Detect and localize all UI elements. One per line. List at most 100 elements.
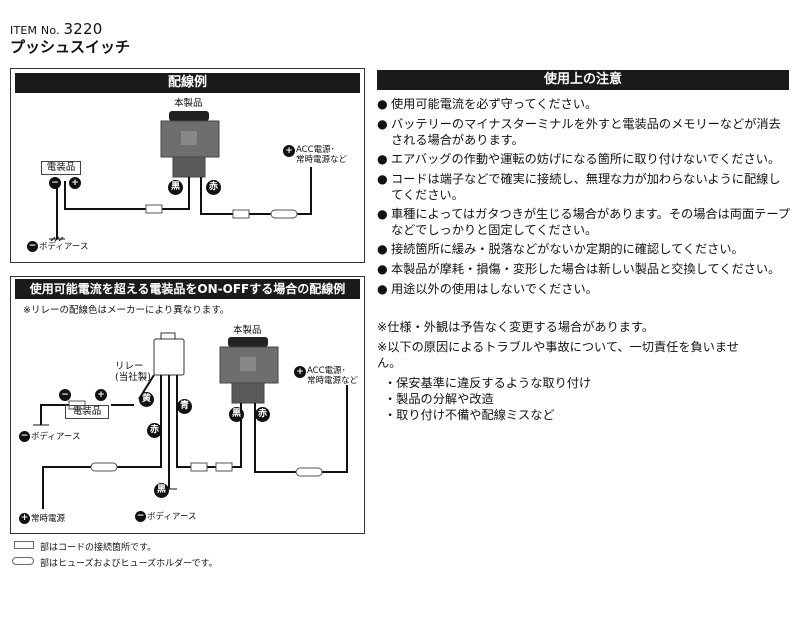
fuse-1 xyxy=(270,209,298,219)
fuse-legend-text: 部はヒューズおよびヒューズホルダーです。 xyxy=(40,559,218,569)
bullet: ● xyxy=(377,152,388,166)
note-item-2: ●バッテリーのマイナスターミナルを外すと電装品のメモリーなどが消去される場合があ… xyxy=(377,116,792,148)
wires-1 xyxy=(56,167,312,239)
push-switch-image xyxy=(160,111,220,178)
spec-note: ※仕様・外観は予告なく変更する場合があります。 xyxy=(377,320,655,334)
minus-sign: − xyxy=(20,431,29,441)
acc-plus-badge: + xyxy=(283,145,295,157)
note-text: コードは端子などで確実に接続し、無理な力が加わらないように配線してください。 xyxy=(391,172,781,202)
bullet: ● xyxy=(377,282,388,296)
plus-sign: + xyxy=(97,390,105,400)
connection-legend-text: 部はコードの接続箇所です。 xyxy=(40,543,157,553)
relay-note: ※リレーの配線色はメーカーにより異なります。 xyxy=(23,305,230,316)
earth-minus-badge-left: − xyxy=(19,431,30,442)
red-wire-badge: 赤 xyxy=(206,180,221,195)
minus-sign: − xyxy=(61,390,69,400)
device-box: 電装品 xyxy=(41,161,81,175)
switch-label-2: 本製品 xyxy=(233,325,262,336)
plus-sign: + xyxy=(285,146,293,156)
bullet: ● xyxy=(377,262,388,276)
note-item-1: ●使用可能電流を必ず守ってください。 xyxy=(377,96,792,112)
notes-title: 使用上の注意 xyxy=(377,70,789,90)
push-switch-image-2 xyxy=(219,337,279,404)
device-box-2: 電装品 xyxy=(65,405,109,419)
switch-black-badge: 黒 xyxy=(229,407,244,422)
connector-b xyxy=(190,462,208,472)
relay-wiring-panel: 使用可能電流を超える電装品をON-OFFする場合の配線例 ※リレーの配線色はメー… xyxy=(10,276,365,534)
plus-terminal-badge: + xyxy=(69,177,81,189)
minus-sign: − xyxy=(51,178,59,188)
acc-label-2-line2: 常時電源など xyxy=(307,376,359,386)
switch-red-label: 赤 xyxy=(257,409,267,419)
product-name: プッシュスイッチ xyxy=(10,38,131,56)
plus-badge-2: + xyxy=(95,389,107,401)
plus-sign: + xyxy=(296,367,304,377)
acc-plus-badge-2: + xyxy=(294,366,306,378)
black-wire-label-2: 黒 xyxy=(156,485,166,495)
red-wire-label: 赤 xyxy=(208,182,218,192)
body-earth-label-bottom: ボディアース xyxy=(147,512,197,522)
black-wire-label: 黒 xyxy=(170,182,180,192)
note-item-5: ●車種によってはガタつきが生じる場合があります。その場合は両面テープなどでしっか… xyxy=(377,206,792,238)
connector-2 xyxy=(232,209,250,219)
switch-red-badge: 赤 xyxy=(255,407,270,422)
minus-sign: − xyxy=(28,241,37,251)
bullet: ● xyxy=(377,172,388,186)
plus-sign: + xyxy=(20,513,29,523)
panel-title-wiring-example: 配線例 xyxy=(15,73,360,93)
red-wire-badge-2: 赤 xyxy=(147,423,162,438)
device-label: 電装品 xyxy=(46,162,76,173)
acc-label-line2: 常時電源など xyxy=(296,155,348,165)
body-earth-label: ボディアース xyxy=(39,242,89,252)
relay-image xyxy=(153,332,185,376)
connector-c xyxy=(215,462,233,472)
note-text: 接続箇所に緩み・脱落などがないか定期的に確認してください。 xyxy=(391,242,744,256)
wiring-diagram-2 xyxy=(33,332,348,509)
yellow-wire-label: 黄 xyxy=(141,394,151,404)
yellow-wire-badge: 黄 xyxy=(139,392,154,407)
wiring-example-panel: 配線例 本製品 電装品 − + 黒 赤 + xyxy=(10,68,365,263)
minus-badge-2: − xyxy=(59,389,71,401)
minus-sign: − xyxy=(136,511,145,521)
note-item-6: ●接続箇所に緩み・脱落などがないか定期的に確認してください。 xyxy=(377,241,792,257)
note-text: バッテリーのマイナスターミナルを外すと電装品のメモリーなどが消去される場合があり… xyxy=(391,117,781,147)
bullet: ● xyxy=(377,97,388,111)
relay-label-line1: リレー xyxy=(115,361,144,372)
body-earth-label-left: ボディアース xyxy=(31,432,81,442)
wiring-diagram-1 xyxy=(49,111,312,242)
constant-power-plus-badge: + xyxy=(19,513,30,524)
note-text: 車種によってはガタつきが生じる場合があります。その場合は両面テープなどでしっかり… xyxy=(391,207,791,237)
note-item-3: ●エアバッグの作動や運転の妨げになる箇所に取り付けないでください。 xyxy=(377,151,792,167)
panel-title-relay-wiring: 使用可能電流を超える電装品をON-OFFする場合の配線例 xyxy=(15,279,360,299)
connector-1 xyxy=(145,204,163,214)
bullet: ● xyxy=(377,207,388,221)
bullet: ● xyxy=(377,117,388,131)
relay-label: リレー (当社製) xyxy=(115,361,151,383)
minus-terminal-badge: − xyxy=(49,177,61,189)
note-text: 使用可能電流を必ず守ってください。 xyxy=(391,97,598,111)
blue-wire-label: 青 xyxy=(179,401,189,411)
acc-label-2-line1: ACC電源･ xyxy=(307,366,346,376)
note-text: 用途以外の使用はしないでください。 xyxy=(391,282,598,296)
item-label: ITEM No. xyxy=(10,24,60,37)
note-item-7: ●本製品が摩耗・損傷・変形した場合は新しい製品と交換してください。 xyxy=(377,261,792,277)
plus-sign: + xyxy=(71,178,79,188)
acc-power-label: ACC電源･ 常時電源など xyxy=(296,145,347,165)
cause-item-1: ・保安基準に違反するような取り付け xyxy=(384,376,592,390)
constant-power-label: 常時電源 xyxy=(31,514,66,524)
relay-label-line2: (当社製) xyxy=(115,372,151,383)
switch-label: 本製品 xyxy=(174,98,203,109)
earth-minus-badge-bottom: − xyxy=(135,511,146,522)
bullet: ● xyxy=(377,242,388,256)
fuse-a xyxy=(90,462,118,472)
item-number-label: ITEM No. 3220 xyxy=(10,20,102,38)
device-label-2: 電装品 xyxy=(72,406,102,417)
cause-item-3: ・取り付け不備や配線ミスなど xyxy=(384,408,555,422)
fuse-b xyxy=(295,467,323,477)
liability-note: ※以下の原因によるトラブルや事故について、一切責任を負いません。 xyxy=(377,340,739,370)
earth-symbol-1 xyxy=(49,236,65,242)
fuse-legend-symbol xyxy=(12,557,34,565)
note-item-4: ●コードは端子などで確実に接続し、無理な力が加わらないように配線してください。 xyxy=(377,171,792,203)
wires-2 xyxy=(40,374,348,509)
earth-minus-badge: − xyxy=(27,241,38,252)
